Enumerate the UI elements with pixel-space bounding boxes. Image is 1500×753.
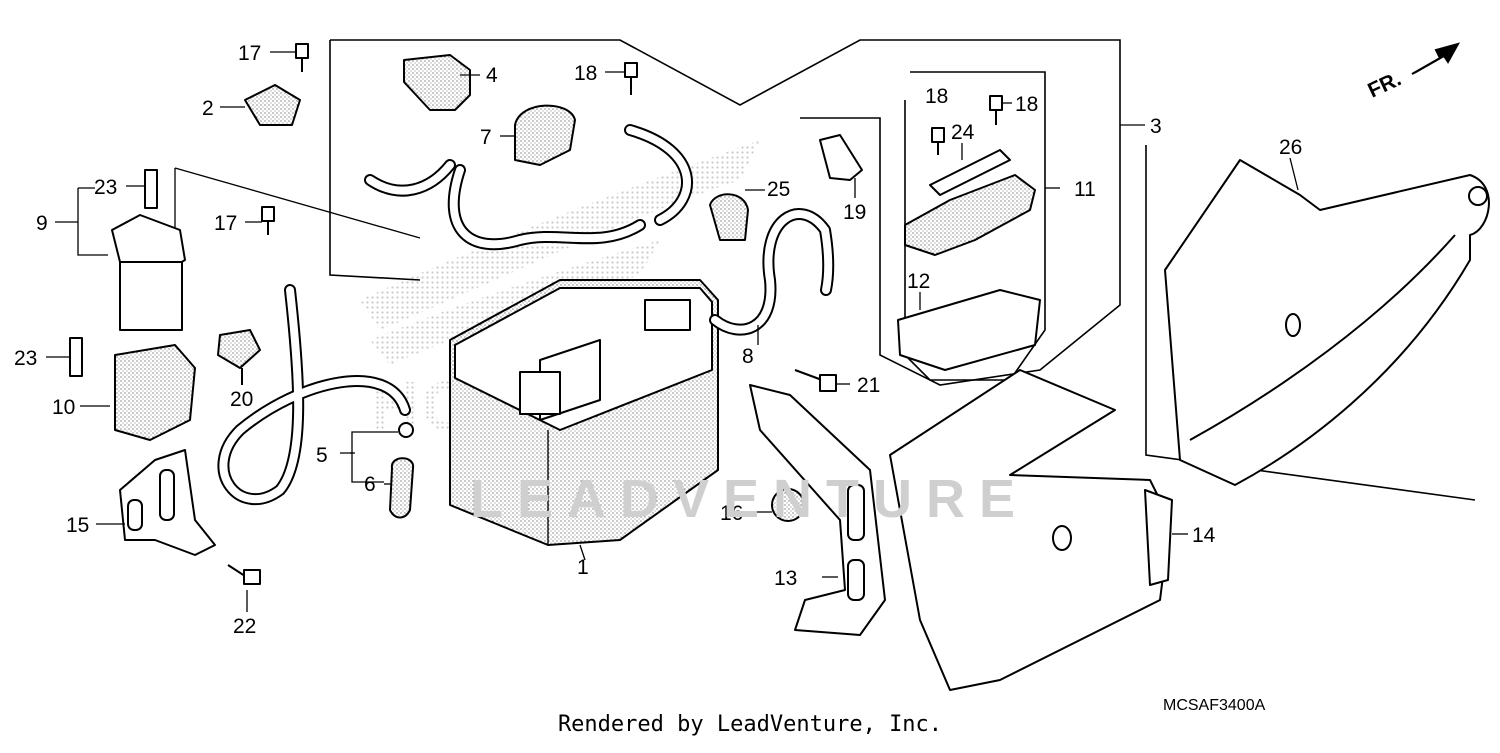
callout-23-top: 23	[94, 176, 117, 199]
battery	[449, 279, 719, 561]
bolt-18-left	[605, 62, 638, 95]
callout-13: 13	[774, 567, 797, 590]
battery-case-14	[889, 369, 1188, 691]
fuse-box-cover-12	[897, 289, 1041, 371]
front-direction-arrow: FR.	[1364, 42, 1461, 103]
callout-17-top: 17	[238, 42, 261, 65]
terminal-cap-6	[350, 452, 415, 519]
callout-18-right: 18	[1015, 93, 1038, 116]
plate-24	[929, 143, 1011, 196]
front-indicator-label: FR.	[1364, 67, 1404, 102]
callout-16: 16	[720, 502, 743, 525]
bolt-18-mid	[931, 127, 945, 155]
callout-3: 3	[1150, 115, 1162, 138]
bolt-22	[227, 564, 261, 612]
terminal-5	[340, 422, 414, 483]
callout-25: 25	[767, 178, 790, 201]
fuse-box-11	[904, 174, 1060, 256]
watermark-text: LEADVENTURE	[470, 469, 1030, 529]
bolt-21	[794, 369, 850, 392]
clip-25	[709, 189, 765, 241]
callout-21: 21	[857, 374, 880, 397]
leader-lines	[757, 325, 759, 345]
terminal-cover-7	[500, 104, 576, 166]
callout-7: 7	[480, 126, 492, 149]
callout-14: 14	[1192, 524, 1216, 547]
clamp-20	[217, 329, 261, 385]
wire-harness	[217, 124, 835, 506]
footer-credit: Rendered by LeadVenture, Inc.	[557, 712, 943, 737]
callout-17-mid: 17	[214, 212, 237, 235]
relay-cover-4	[403, 54, 480, 111]
callout-2: 2	[202, 97, 214, 120]
callout-5: 5	[316, 444, 328, 467]
fuse-23-bottom	[46, 337, 83, 377]
grommet-16	[755, 488, 805, 522]
callout-4: 4	[486, 64, 498, 87]
callout-20: 20	[230, 388, 253, 411]
callout-15: 15	[66, 514, 89, 537]
callout-19: 19	[843, 201, 866, 224]
callout-6: 6	[364, 473, 376, 496]
callout-26: 26	[1279, 136, 1302, 159]
wire-clamp-19	[819, 134, 863, 198]
side-cover-26	[1164, 157, 1490, 486]
callout-24: 24	[951, 121, 975, 144]
callout-11: 11	[1074, 178, 1096, 201]
fuse-holder-10	[80, 344, 196, 441]
callout-18-mid: 18	[925, 85, 948, 108]
callout-23-bottom: 23	[14, 347, 37, 370]
starter-relay-9	[111, 214, 186, 331]
callout-1: 1	[577, 556, 589, 579]
callout-18-left: 18	[574, 62, 597, 85]
bracket-15	[96, 449, 216, 556]
callout-8: 8	[742, 345, 754, 368]
wire-band-2	[220, 84, 301, 126]
bolt-17-top	[270, 43, 309, 72]
bolt-17-mid	[245, 206, 275, 235]
rear-fender-frame	[1145, 145, 1476, 501]
callout-12: 12	[907, 270, 930, 293]
battery-holder-13	[749, 384, 886, 636]
fuse-23-top	[126, 169, 158, 209]
callout-22: 22	[233, 615, 256, 638]
bolt-18-right	[989, 95, 1012, 125]
assembly-frame-3	[329, 39, 1145, 386]
callout-numbers: 1 2 3 4 5 6 7 8 9 10 11 12 13 14 15 16 1…	[14, 42, 1302, 638]
callout-10: 10	[52, 396, 75, 419]
callout-9: 9	[36, 212, 48, 235]
diagram-code: MCSAF3400A	[1163, 697, 1266, 714]
